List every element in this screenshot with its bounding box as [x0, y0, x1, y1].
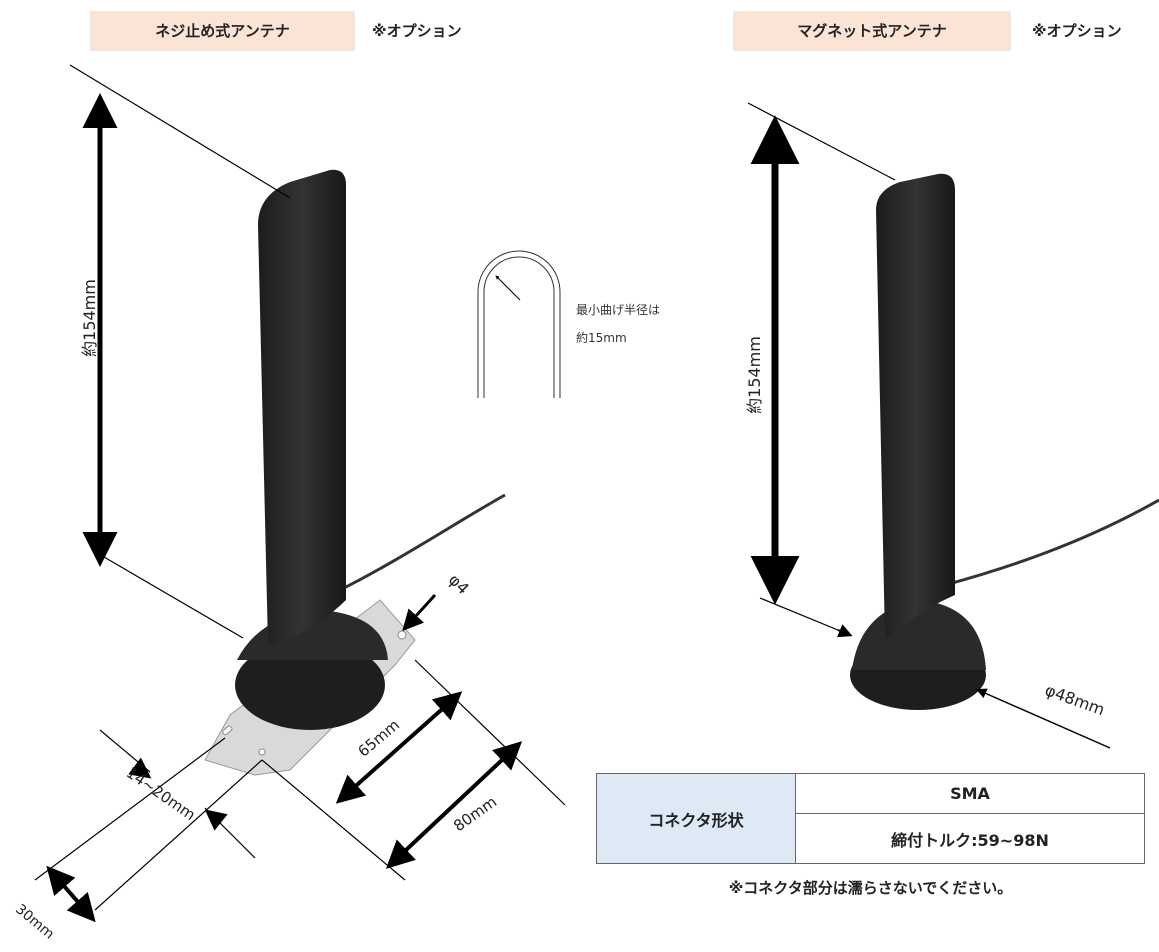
screw-antenna-height-label: 約154mm — [80, 279, 99, 357]
screw-antenna-slot-label: 14~20mm — [123, 764, 199, 825]
connector-torque-value: 締付トルク:59~98N — [795, 813, 1145, 864]
magnet-antenna-base-label: φ48mm — [1042, 680, 1107, 719]
connector-type-header: コネクタ形状 — [596, 773, 796, 864]
magnet-antenna-height-label: 約154mm — [745, 336, 764, 414]
screw-antenna-width-label: 30mm — [12, 901, 57, 942]
screw-antenna-dimension-lines — [34, 64, 566, 923]
bend-radius-illustration — [477, 250, 561, 398]
bend-radius-label-line2: 約15mm — [576, 331, 627, 345]
screw-antenna-depth-label: 65mm — [354, 716, 403, 761]
connector-warning-note: ※コネクタ部分は濡らさないでください。 — [728, 879, 1013, 897]
connector-spec-table: コネクタ形状 SMA 締付トルク:59~98N — [596, 772, 1145, 864]
screw-antenna-option-note: ※オプション — [372, 22, 462, 40]
screw-antenna-title: ネジ止め式アンテナ — [90, 11, 355, 51]
screw-antenna-illustration — [204, 169, 506, 776]
magnet-antenna-illustration — [850, 173, 1159, 710]
magnet-antenna-option-note: ※オプション — [1032, 22, 1122, 40]
screw-antenna-hole-label: φ4 — [445, 570, 473, 598]
magnet-antenna-title: マグネット式アンテナ — [733, 11, 1011, 51]
bend-radius-label-line1: 最小曲げ半径は — [576, 303, 661, 317]
magnet-antenna-dimension-lines — [747, 102, 1111, 749]
connector-type-value: SMA — [795, 772, 1145, 815]
